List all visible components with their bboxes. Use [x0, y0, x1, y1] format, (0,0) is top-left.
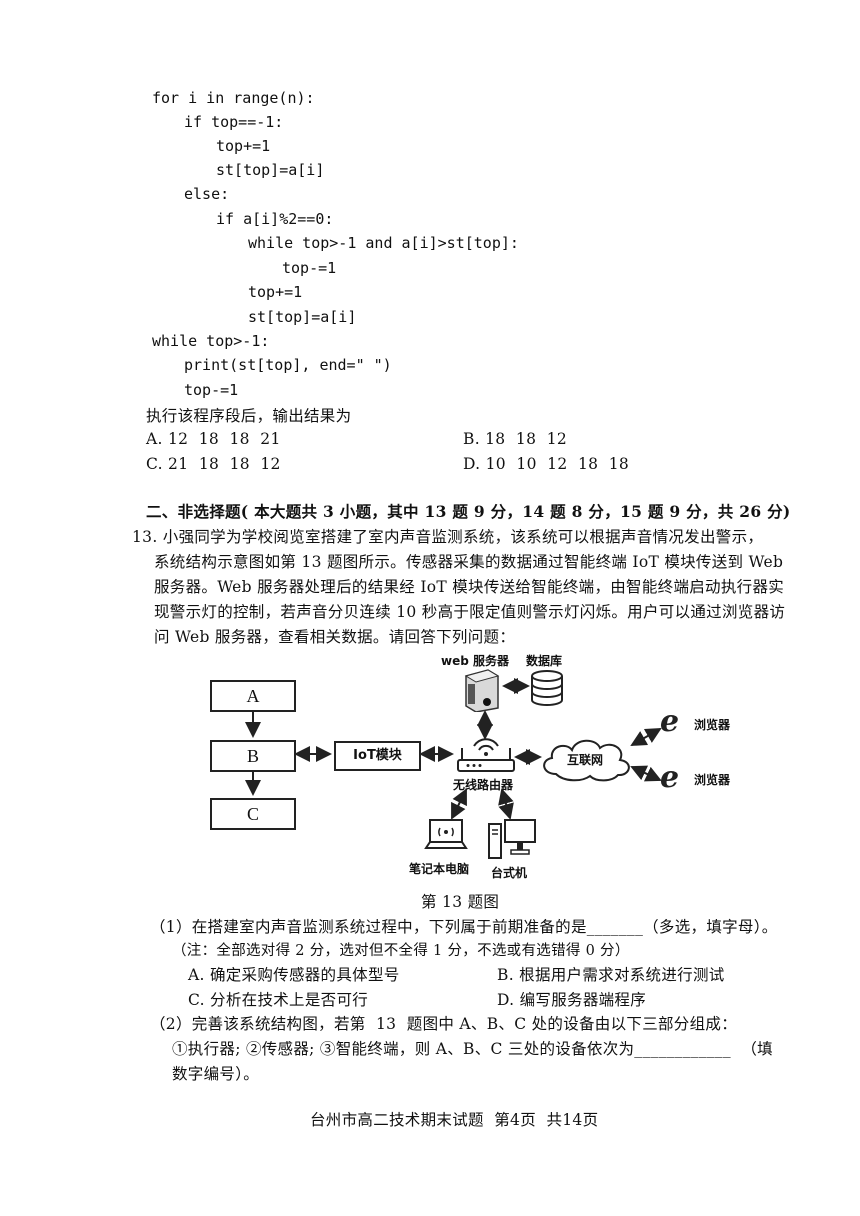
sub2-line: （2）完善该系统结构图，若第 13 题图中 A、B、C 处的设备由以下三部分组成… [150, 1015, 737, 1033]
sub1-option-b: B. 根据用户需求对系统进行测试 [497, 966, 725, 984]
option-d: D. 10 10 12 18 18 [463, 455, 630, 473]
option-a: A. 12 18 18 21 [146, 430, 281, 448]
diagram-connectors [245, 678, 662, 820]
code-line: top-=1 [282, 259, 337, 277]
figure-caption: 第 13 题图 [421, 893, 500, 911]
code-line: top+=1 [216, 137, 271, 155]
server-icon [464, 669, 500, 712]
cloud-icon [543, 739, 630, 782]
q13-line: 服务器。Web 服务器处理后的结果经 IoT 模块传送给智能终端，由智能终端启动… [154, 578, 785, 596]
code-line: while top>-1: [152, 332, 270, 350]
browser-icon: e [660, 760, 680, 795]
sub1-option-a: A. 确定采购传感器的具体型号 [188, 966, 400, 984]
sub1-option-d: D. 编写服务器端程序 [497, 991, 647, 1009]
code-line: while top>-1 and a[i]>st[top]: [248, 234, 519, 252]
code-line: print(st[top], end=" ") [184, 356, 392, 374]
page-footer: 台州市高二技术期末试题 第4页 共14页 [310, 1111, 599, 1129]
code-line: if a[i]%2==0: [216, 210, 334, 228]
box-a: A [210, 680, 296, 712]
option-c: C. 21 18 18 12 [146, 455, 281, 473]
question-prompt: 执行该程序段后，输出结果为 [146, 407, 352, 425]
box-c: C [210, 798, 296, 830]
code-line: st[top]=a[i] [248, 308, 357, 326]
sub2-line: ①执行器; ②传感器; ③智能终端，则 A、B、C 三处的设备依次为______… [172, 1040, 773, 1058]
sub1-line: （1）在搭建室内声音监测系统过程中，下列属于前期准备的是_______（多选，填… [150, 918, 778, 936]
desktop-icon [488, 819, 536, 859]
box-b: B [210, 740, 296, 772]
iot-module-box: IoT模块 [334, 741, 421, 771]
internet-label: 互联网 [567, 753, 604, 767]
q13-line: 13. 小强同学为学校阅览室搭建了室内声音监测系统，该系统可以根据声音情况发出警… [132, 528, 764, 546]
code-line: top-=1 [184, 381, 239, 399]
q13-line: 系统结构示意图如第 13 题图所示。传感器采集的数据通过智能终端 IoT 模块传… [154, 553, 784, 571]
desktop-label: 台式机 [491, 866, 528, 880]
router-icon [457, 738, 515, 772]
laptop-label: 笔记本电脑 [409, 862, 470, 876]
sub1-option-c: C. 分析在技术上是否可行 [188, 991, 369, 1009]
browser-icon: e [660, 704, 680, 739]
browser-label: 浏览器 [694, 718, 731, 732]
laptop-icon [424, 819, 468, 849]
router-label: 无线路由器 [453, 778, 514, 792]
code-line: top+=1 [248, 283, 303, 301]
database-icon [531, 670, 563, 706]
code-line: else: [184, 185, 230, 203]
code-line: st[top]=a[i] [216, 161, 325, 179]
code-line: if top==-1: [184, 113, 284, 131]
q13-line: 现警示灯的控制，若声音分贝连续 10 秒高于限定值则警示灯闪烁。用户可以通过浏览… [154, 603, 786, 621]
section-heading: 二、非选择题( 本大题共 3 小题，其中 13 题 9 分，14 题 8 分，1… [146, 502, 791, 521]
database-label: 数据库 [526, 654, 563, 668]
option-b: B. 18 18 12 [463, 430, 568, 448]
code-line: for i in range(n): [152, 89, 315, 107]
sub2-line: 数字编号）。 [172, 1065, 260, 1083]
server-label: web 服务器 [441, 654, 509, 668]
sub1-note: （注：全部选对得 2 分，选对但不全得 1 分，不选或有选错得 0 分） [172, 943, 630, 959]
q13-line: 问 Web 服务器，查看相关数据。请回答下列问题： [154, 628, 516, 646]
browser-label: 浏览器 [694, 773, 731, 787]
